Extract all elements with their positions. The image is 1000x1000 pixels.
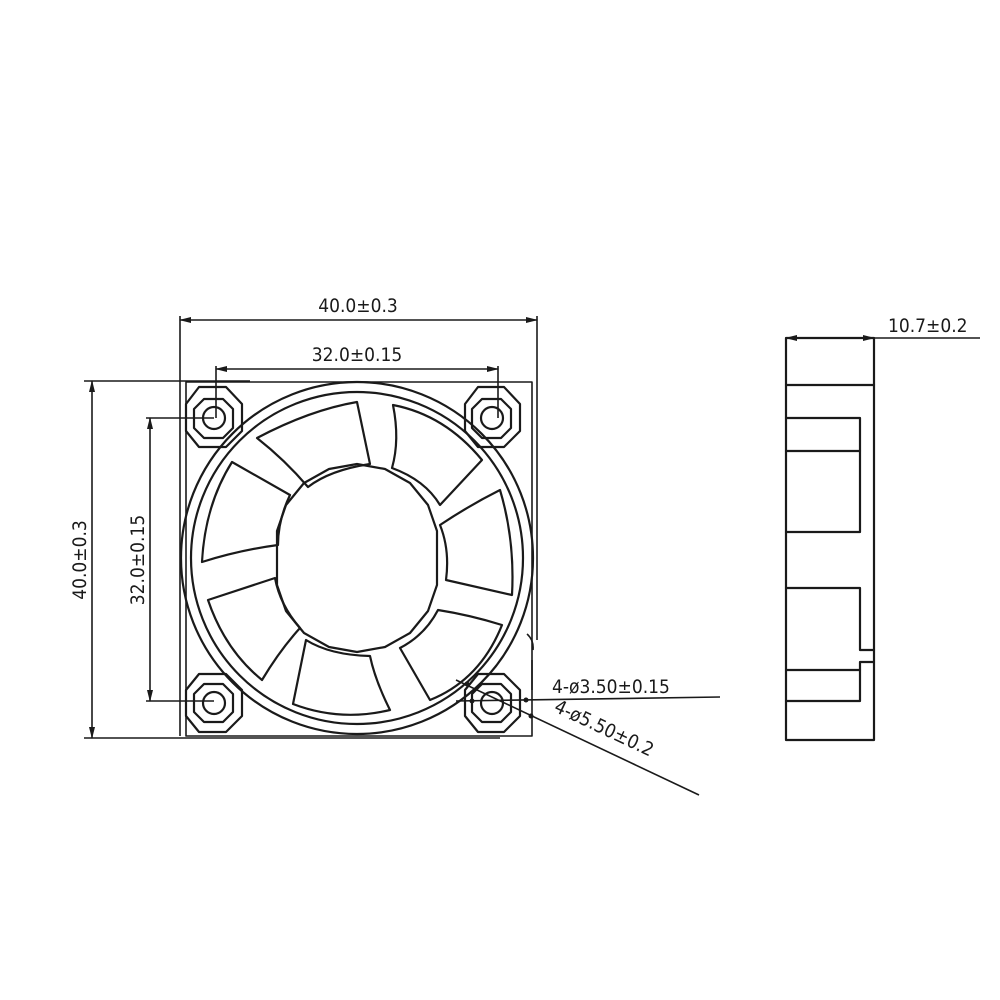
boss-label: 4-ø5.50±0.2 bbox=[551, 696, 657, 762]
frame-outline bbox=[185, 381, 533, 737]
mounting-boss-top-right bbox=[463, 385, 522, 449]
mounting-boss-bottom-left bbox=[184, 672, 244, 734]
thickness-label: 10.7±0.2 bbox=[888, 315, 968, 337]
fan-blades bbox=[200, 400, 514, 716]
inner-ring bbox=[189, 390, 525, 726]
hole-spacing-width-label: 32.0±0.15 bbox=[312, 344, 402, 366]
dim-thickness: 10.7±0.2 bbox=[785, 315, 980, 341]
front-view bbox=[179, 380, 535, 737]
dim-hole-spacing-width: 32.0±0.15 bbox=[84, 344, 499, 418]
side-view bbox=[784, 336, 876, 742]
dim-overall-width: 40.0±0.3 bbox=[179, 295, 538, 736]
overall-height-label: 40.0±0.3 bbox=[69, 520, 91, 600]
dim-hole-spacing-height: 32.0±0.15 bbox=[127, 417, 214, 702]
hub bbox=[275, 462, 439, 654]
dim-overall-height: 40.0±0.3 bbox=[69, 380, 500, 739]
mounting-boss-top-left bbox=[184, 385, 244, 449]
hole-spacing-height-label: 32.0±0.15 bbox=[127, 515, 149, 605]
mounting-hole-label: 4-ø3.50±0.15 bbox=[552, 676, 670, 698]
outer-ring bbox=[179, 380, 535, 736]
frame-notch bbox=[526, 633, 534, 651]
overall-width-label: 40.0±0.3 bbox=[318, 295, 398, 317]
